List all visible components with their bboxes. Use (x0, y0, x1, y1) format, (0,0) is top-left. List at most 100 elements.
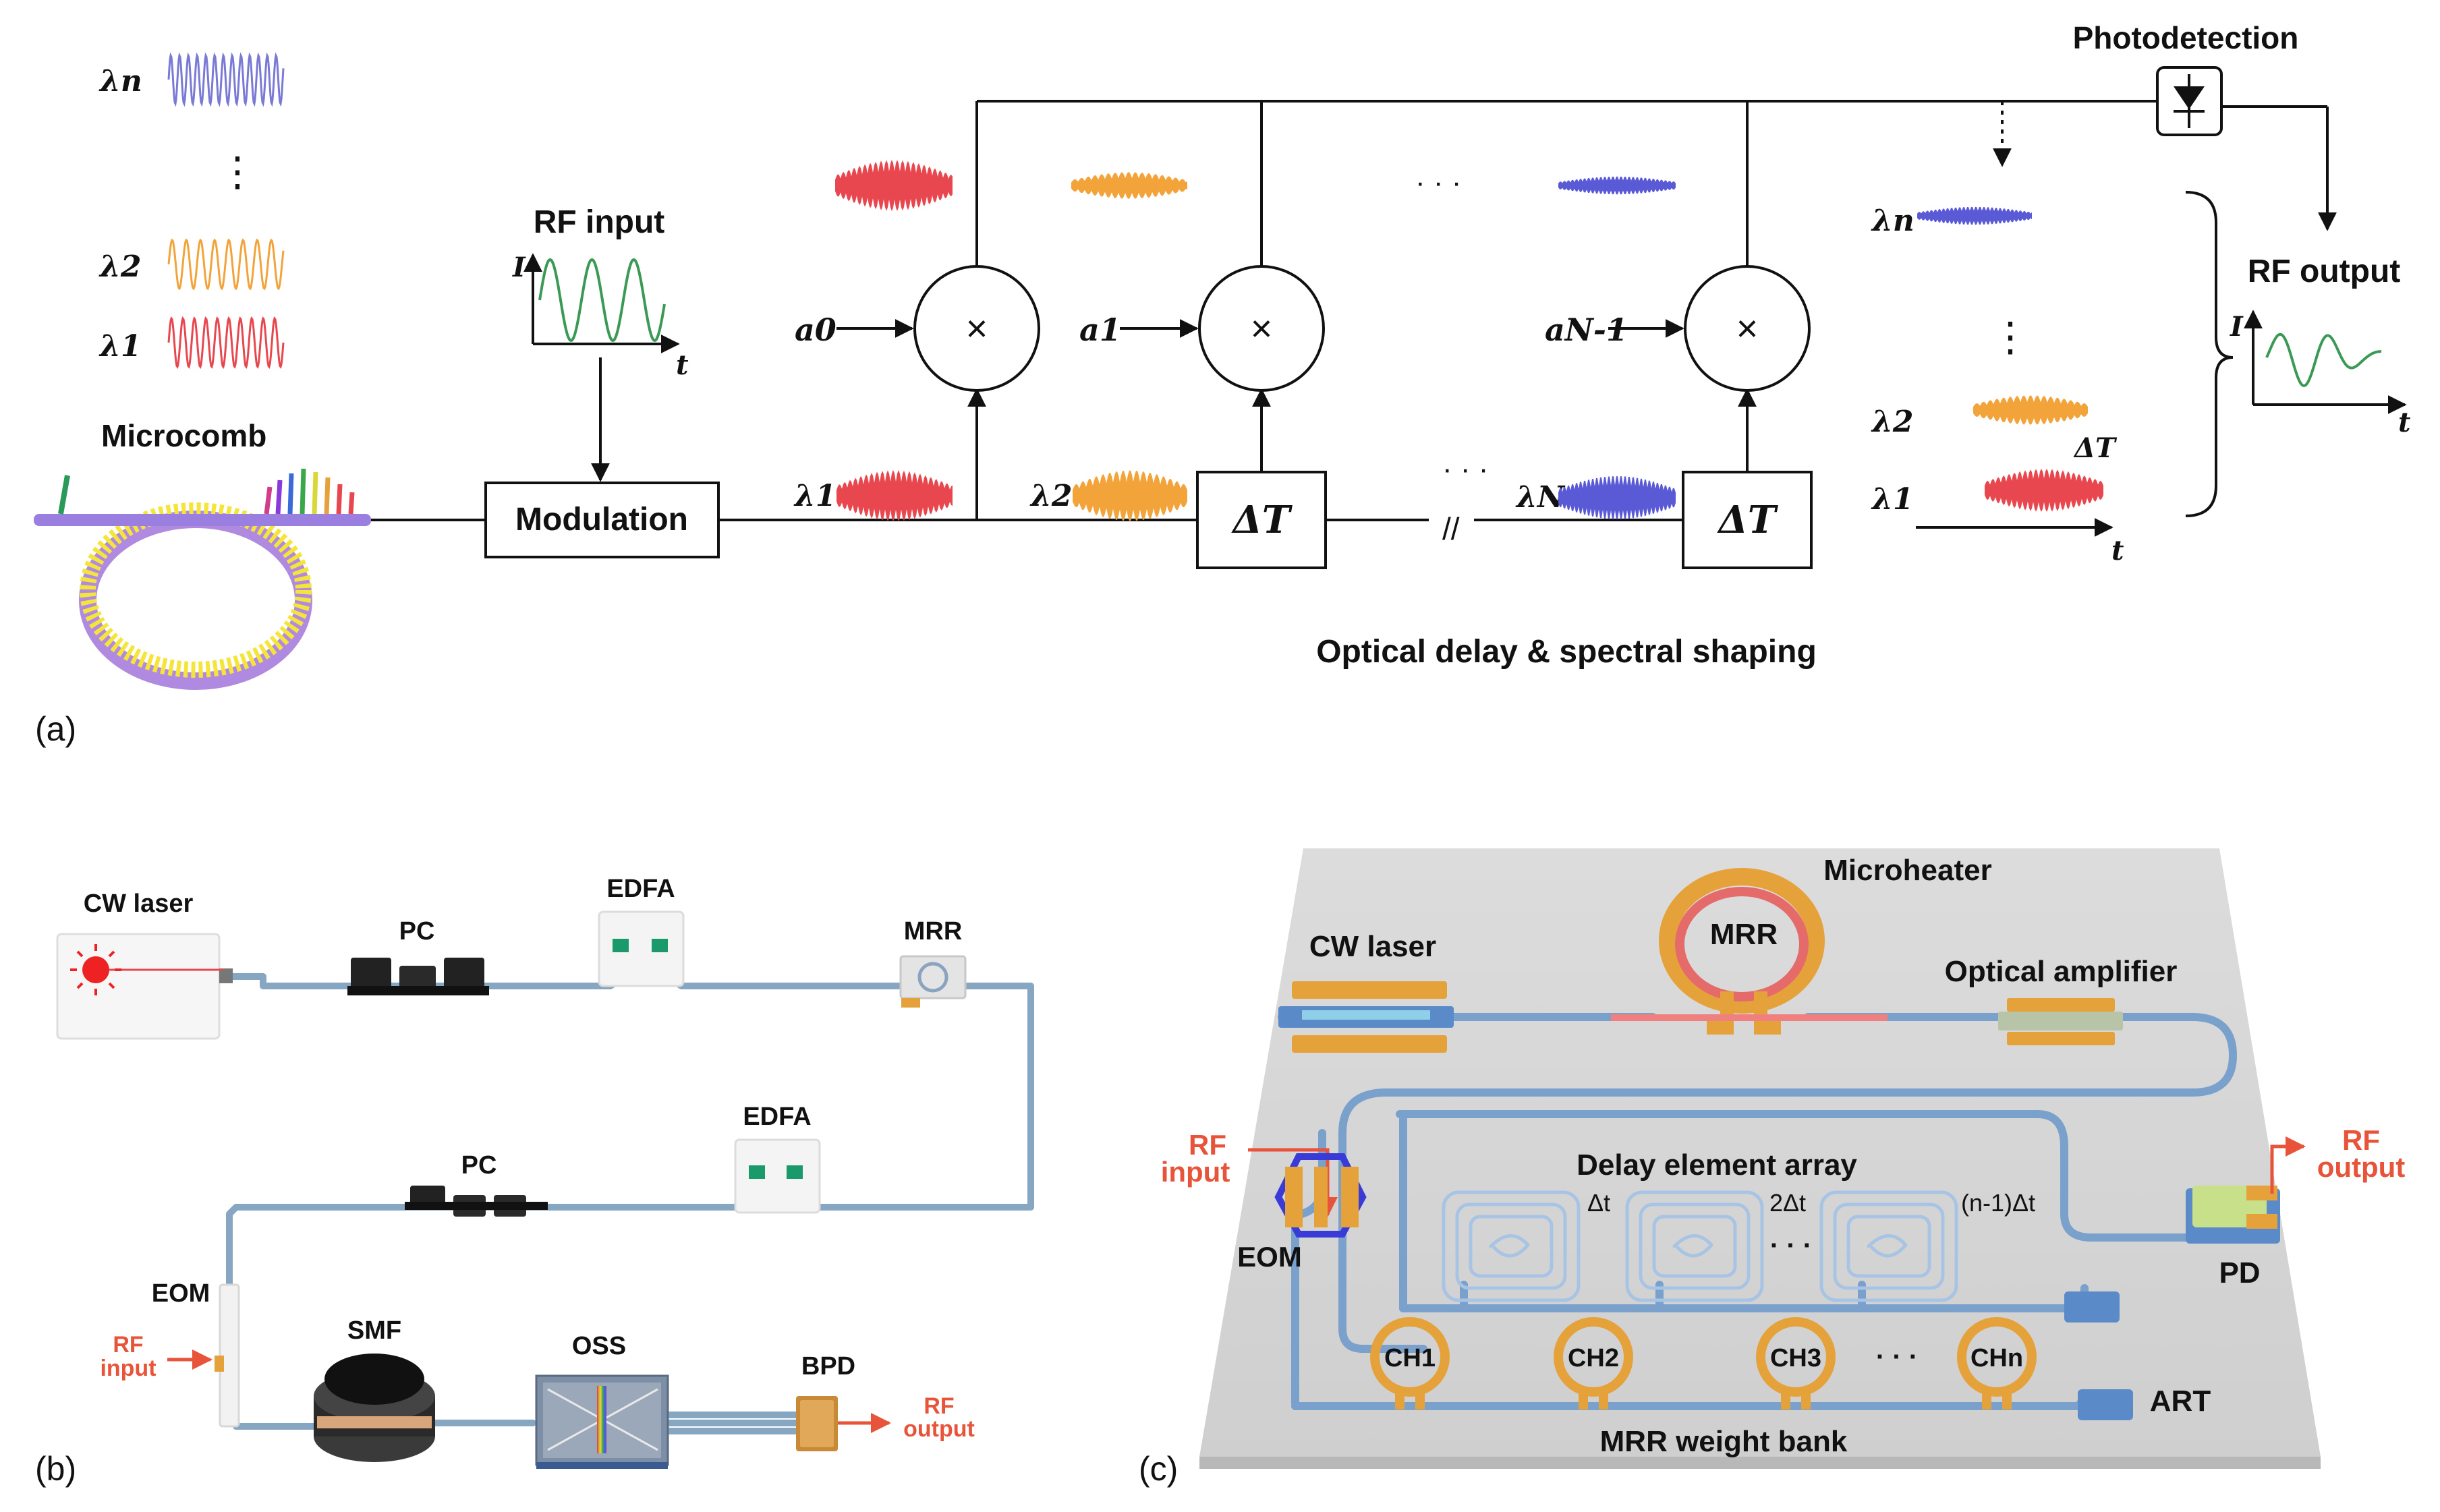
rf-input-waveform (538, 258, 666, 342)
lambda-1-label: λ1 (98, 329, 141, 364)
delay-box-N (1682, 471, 1813, 569)
c-weight-ring-n (1957, 1317, 2037, 1409)
bus-lambda-2-label: λ2 (1029, 479, 1072, 513)
b-pc-bottom-device (405, 1186, 548, 1217)
c-delay-label-1: Δt (1587, 1189, 1610, 1217)
c-delay-spiral-3 (1819, 1190, 1958, 1302)
b-rf-input-line1: RF (113, 1332, 143, 1358)
rf-input-axis-t-label: t (676, 349, 689, 381)
b-mrr-label: MRR (904, 917, 963, 946)
bus-lambda-N-label: λN (1515, 480, 1566, 515)
c-mrr-label: MRR (1710, 918, 1778, 951)
lambda-2-label: λ2 (98, 250, 141, 284)
photodiode-icon (2174, 74, 2205, 128)
c-microring-heater (1611, 868, 1888, 1035)
b-rf-input-line2: input (100, 1356, 156, 1381)
multiplier-0-symbol: × (966, 307, 988, 349)
c-weight-bank-label: MRR weight bank (1600, 1425, 1848, 1458)
c-pd-label: PD (2219, 1256, 2260, 1289)
c-optical-amplifier-label: Optical amplifier (1945, 955, 2178, 988)
c-waveguide-upper-loop (1396, 1110, 2203, 1242)
b-bpd-device (796, 1396, 838, 1451)
rf-output-waveform (2265, 332, 2382, 388)
c-optical-amplifier-device (1998, 998, 2123, 1045)
output-pulse-lambda-n (1917, 206, 2032, 225)
panel-b-label: (b) (35, 1450, 76, 1488)
b-rf-output-line1: RF (924, 1393, 954, 1419)
delta-t-small: ΔT (2073, 432, 2118, 464)
c-rf-input-line1: RF (1189, 1129, 1226, 1161)
c-microheater-label: Microheater (1823, 854, 1991, 887)
panel-a-label: (a) (35, 710, 76, 748)
c-rf-output-line2: output (2317, 1151, 2406, 1183)
output-pulse-lambda-1 (1985, 469, 2103, 512)
lambda-n-label: λn (98, 64, 142, 98)
c-weight-ring-1 (1370, 1317, 1450, 1409)
out-lambda-n-label: λn (1871, 204, 1914, 238)
c-ch3-label: CH3 (1770, 1344, 1821, 1372)
b-rf-output-line2: output (903, 1416, 975, 1442)
b-pc-bottom-label: PC (461, 1151, 497, 1180)
break-mark: // (1442, 511, 1460, 546)
weight-a0: a0 (795, 312, 836, 348)
wave-lambda-n (167, 52, 285, 107)
c-delay-spiral-1 (1442, 1190, 1581, 1302)
b-pc-top-label: PC (399, 917, 435, 946)
output-brace (2185, 191, 2234, 517)
panel-b: CW laser PC EDFA MRR (35, 875, 1034, 1488)
b-pc-top-device (347, 958, 489, 995)
c-delay-spiral-2 (1625, 1190, 1764, 1302)
b-oss-label: OSS (572, 1332, 626, 1360)
weighted-pulse-1 (1071, 172, 1187, 199)
c-art-terminator (2078, 1389, 2133, 1420)
wave-lambda-1 (167, 316, 285, 369)
b-oss-device (535, 1374, 669, 1469)
panel-a-caption: Optical delay & spectral shaping (1316, 634, 1817, 670)
b-edfa-top-label: EDFA (606, 875, 675, 903)
c-weight-ring-3 (1756, 1317, 1836, 1409)
bus-lambda-1-label: λ1 (793, 479, 836, 513)
weighted-pulse-0 (835, 160, 953, 211)
c-waveguide-eom-down (1291, 1215, 1303, 1410)
out-lambda-2-label: λ2 (1871, 405, 1913, 439)
rf-input-axis-i-label: I (512, 252, 526, 283)
c-weight-ring-2 (1554, 1317, 1633, 1409)
b-cw-laser-label: CW laser (84, 890, 194, 918)
c-rf-input-line2: input (1161, 1156, 1230, 1188)
c-delay-terminator (2064, 1291, 2120, 1322)
c-ch2-label: CH2 (1568, 1344, 1619, 1372)
weighted-pulse-N (1558, 176, 1676, 195)
dots-upper: · · · (1415, 166, 1461, 199)
panel-c-label: (c) (1139, 1450, 1178, 1488)
c-eom-device (1274, 1153, 1367, 1238)
rf-output-axis-i-label: I (2230, 311, 2244, 343)
c-chn-label: CHn (1970, 1344, 2023, 1372)
bus-pulse-lambda-2 (1073, 470, 1187, 521)
rf-input-label: RF input (534, 204, 665, 240)
b-smf-spool (314, 1354, 435, 1462)
dots-bus: · · · (1442, 453, 1488, 486)
c-rf-output-line1: RF (2342, 1124, 2380, 1156)
c-delay-dots: · · · (1770, 1231, 1812, 1260)
laser-starburst-icon (70, 944, 121, 995)
photodetection-label: Photodetection (2073, 20, 2299, 55)
b-edfa-top-device (598, 910, 685, 987)
c-delay-label-2: 2Δt (1769, 1189, 1806, 1217)
panel-c: CW laser Microheater MRR Optical amplifi… (1139, 848, 2405, 1488)
c-chip-edge (1199, 1457, 2321, 1469)
rf-output-axis-t-label: t (2398, 407, 2411, 438)
b-bpd-label: BPD (801, 1352, 855, 1380)
c-ch1-label: CH1 (1384, 1344, 1436, 1372)
weight-a1: a1 (1079, 312, 1121, 348)
c-delay-array-label: Delay element array (1577, 1148, 1857, 1182)
delay-box-N-label: ΔT (1716, 498, 1778, 542)
b-edfa-bottom-device (734, 1138, 821, 1214)
c-rf-output-arrow (2270, 1136, 2306, 1194)
b-eom-device (215, 1283, 240, 1428)
microcomb-label: Microcomb (101, 418, 266, 453)
output-pulse-lambda-2 (1973, 395, 2088, 425)
b-eom-label: EOM (152, 1279, 210, 1308)
multiplier-1-symbol: × (1251, 307, 1273, 349)
bus-pulse-lambda-N (1558, 476, 1676, 519)
